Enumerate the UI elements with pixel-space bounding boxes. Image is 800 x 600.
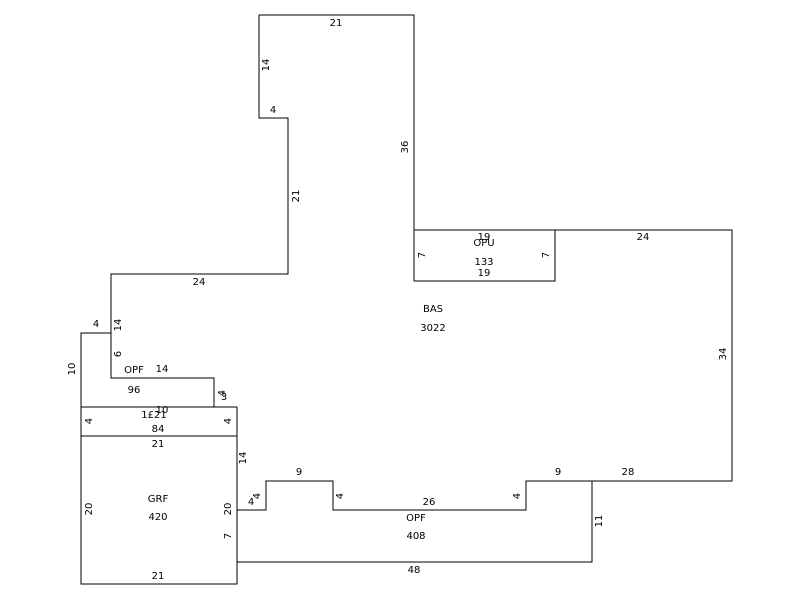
dim-label: 19	[478, 232, 491, 243]
bas-label: BAS	[423, 304, 443, 315]
dim-label: 24	[637, 232, 650, 243]
grf-label: GRF	[148, 494, 169, 505]
dim-label: 21	[330, 18, 343, 29]
dim-label: 6	[113, 351, 124, 357]
dim-label: 34	[718, 348, 729, 361]
mid-strip-label: 1£21	[141, 410, 166, 421]
dim-label: 14	[156, 364, 169, 375]
dim-label: 48	[408, 565, 421, 576]
dim-label: 7	[417, 252, 428, 258]
dim-label: 4	[252, 493, 263, 499]
dim-label: 4	[84, 418, 95, 424]
grf-outline	[80, 435, 238, 585]
dim-label: 14	[113, 319, 124, 332]
dim-label: 21	[152, 571, 165, 582]
dim-label: 4	[512, 493, 523, 499]
dim-label: 7	[223, 533, 234, 539]
grf-area: 420	[148, 512, 167, 523]
dim-label: 4	[248, 497, 254, 508]
opu-label: OPU	[473, 238, 494, 249]
dim-label: 4	[270, 105, 276, 116]
opf-left-label: OPF	[124, 365, 144, 376]
dim-label: 19	[478, 268, 491, 279]
dim-label: 14	[238, 452, 249, 465]
dim-label: 4	[223, 418, 234, 424]
dim-label: 10	[67, 363, 78, 376]
dim-label: 9	[555, 467, 561, 478]
dim-label: 9	[296, 467, 302, 478]
dim-label: 14	[261, 59, 272, 72]
dim-label: 3	[221, 392, 227, 403]
opf-bottom-outline	[236, 481, 593, 563]
dim-label: 26	[423, 497, 436, 508]
dim-label: 4	[335, 493, 346, 499]
mid-strip-area: 84	[152, 424, 165, 435]
dim-label: 21	[291, 190, 302, 203]
opf-left-area: 96	[128, 385, 141, 396]
dim-label: 7	[541, 252, 552, 258]
dim-label: 24	[193, 277, 206, 288]
dim-label: 4	[93, 319, 99, 330]
opf-bottom-area: 408	[406, 531, 425, 542]
dim-label: 21	[152, 439, 165, 450]
dim-label: 20	[223, 503, 234, 516]
opf-left-outline	[80, 332, 215, 408]
mid-strip-overlap: 10	[156, 405, 169, 416]
dim-label: 20	[84, 503, 95, 516]
dim-label: 28	[622, 467, 635, 478]
opu-outline	[413, 229, 556, 282]
dim-label: 36	[400, 141, 411, 154]
dim-label: 4	[217, 390, 228, 396]
dim-label: 11	[594, 515, 605, 528]
bas-area: 3022	[420, 323, 445, 334]
bas-outline	[110, 14, 733, 511]
opf-bottom-label: OPF	[406, 513, 426, 524]
opu-area: 133	[474, 257, 493, 268]
